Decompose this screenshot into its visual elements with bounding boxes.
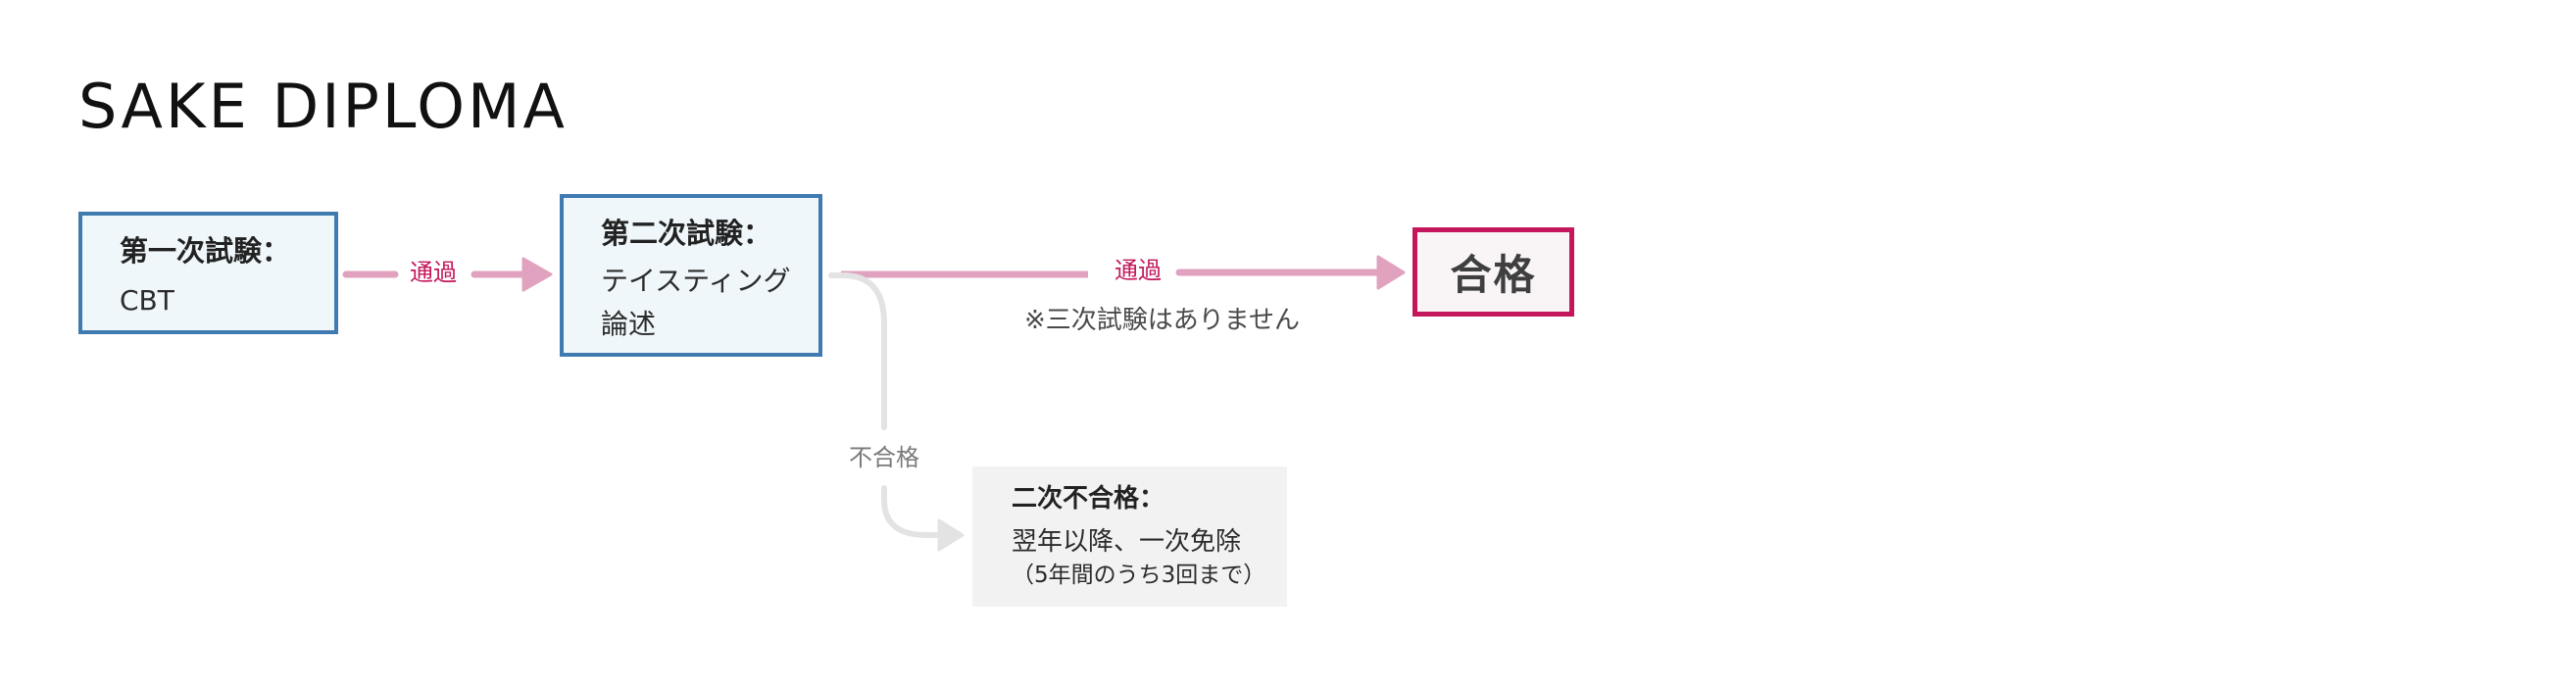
fail-label: 不合格 xyxy=(849,444,919,471)
second-fail-box: 二次不合格： 翌年以降、一次免除 （5年間のうち3回まで） xyxy=(972,466,1287,607)
stage-first-exam: 第一次試験： CBT xyxy=(78,212,338,334)
pass-label: 通過 xyxy=(1115,257,1162,284)
diagram-title: SAKE DIPLOMA xyxy=(78,71,568,142)
stage-detail: CBT xyxy=(120,284,174,317)
no-third-exam-note: ※三次試験はありません xyxy=(1024,306,1301,335)
fail-detail: 翌年以降、一次免除 xyxy=(1012,527,1242,557)
curved-arrow-icon xyxy=(828,272,965,552)
stage-second-exam: 第二次試験： テイスティング 論述 xyxy=(560,194,822,357)
stage-heading: 第二次試験： xyxy=(601,217,772,250)
stage-detail: 論述 xyxy=(601,308,657,340)
fail-heading: 二次不合格： xyxy=(1012,484,1165,514)
result-label: 合格 xyxy=(1450,251,1537,299)
pass-label: 通過 xyxy=(410,259,457,286)
result-pass-box: 合格 xyxy=(1412,227,1574,317)
arrow-right-icon xyxy=(841,255,1406,290)
arrow-right-icon xyxy=(342,257,553,292)
stage-heading: 第一次試験： xyxy=(120,234,291,268)
fail-detail-sub: （5年間のうち3回まで） xyxy=(1012,563,1266,588)
stage-detail: テイスティング xyxy=(601,265,791,297)
